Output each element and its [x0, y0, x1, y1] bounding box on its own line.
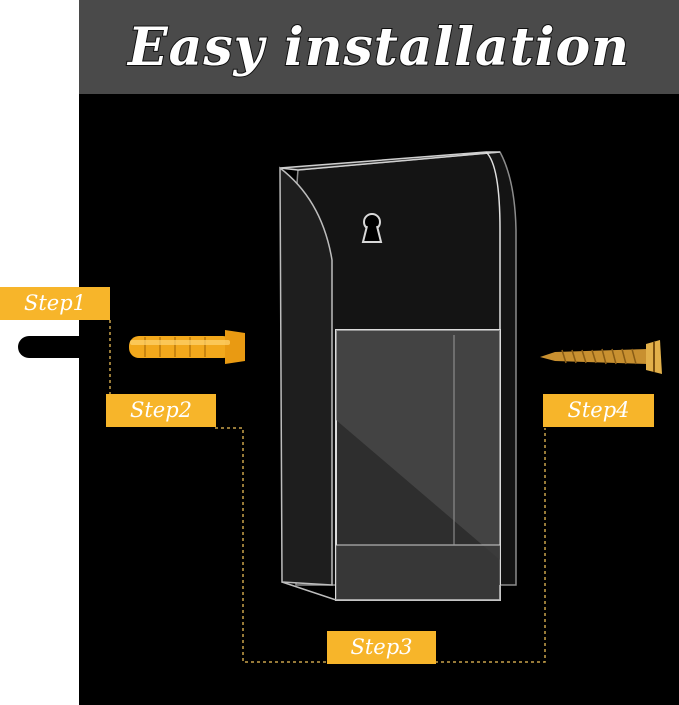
acrylic-holder-image [279, 151, 517, 601]
step1-label: Step1 [0, 287, 110, 320]
screw-icon [540, 340, 662, 374]
step4-label: Step4 [543, 394, 654, 427]
keyhole-icon [361, 213, 383, 243]
connector-step3-step4 [435, 428, 546, 663]
wall-drill-hole [18, 336, 108, 358]
page-title: Easy installation [127, 16, 630, 79]
wall-anchor-icon [129, 330, 245, 364]
title-banner [79, 0, 679, 94]
connector-step2-step3 [215, 427, 330, 663]
step2-label: Step2 [106, 394, 216, 427]
step3-label: Step3 [327, 631, 436, 664]
